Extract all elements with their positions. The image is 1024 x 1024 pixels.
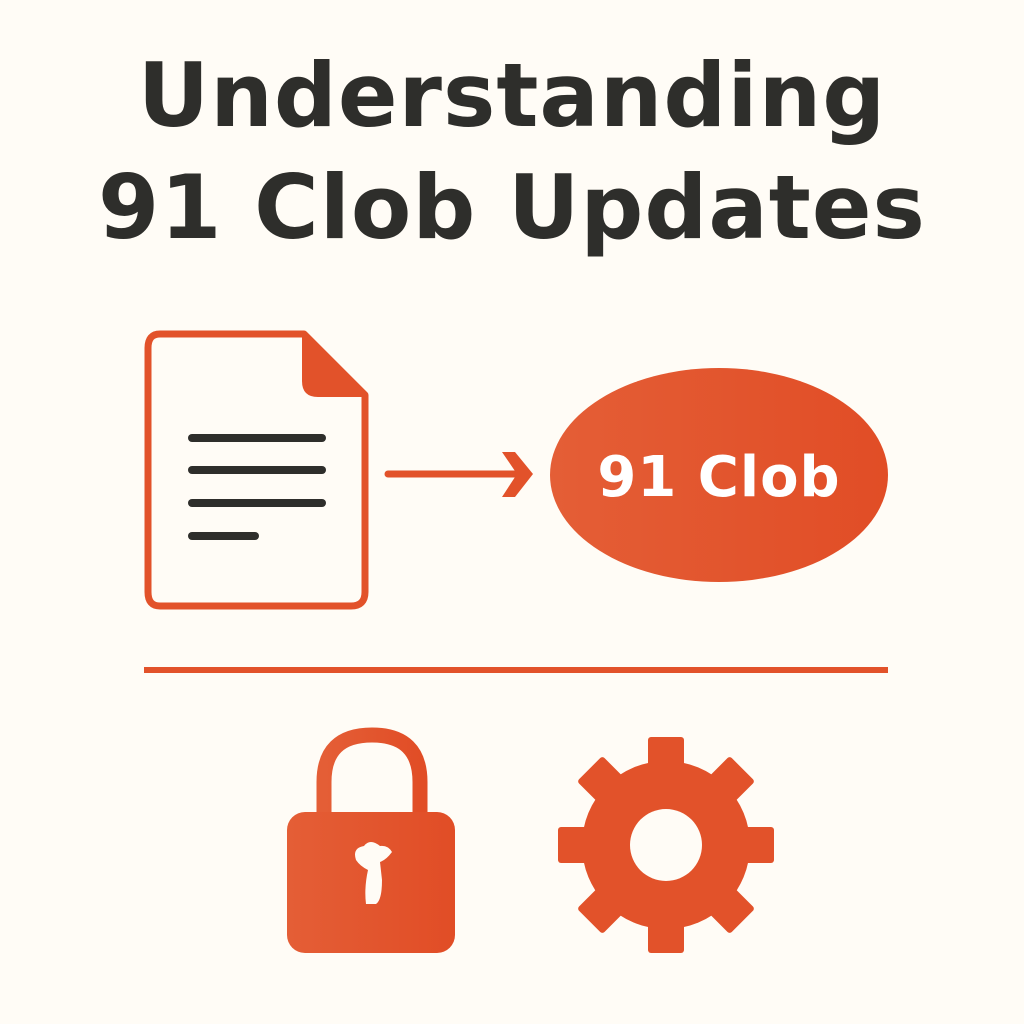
badge-label: 91 Clob xyxy=(597,444,841,510)
target-badge: 91 Clob xyxy=(550,368,888,582)
section-divider xyxy=(144,667,888,673)
gear-icon xyxy=(558,737,774,953)
arrow-right-icon xyxy=(384,452,533,497)
title-line-1: Understanding xyxy=(137,44,887,147)
document-icon xyxy=(144,330,369,610)
page-title: Understanding 91 Clob Updates xyxy=(0,40,1024,264)
title-line-2: 91 Clob Updates xyxy=(98,156,926,259)
lock-icon xyxy=(287,727,455,953)
document-text-lines xyxy=(188,434,326,540)
keyhole xyxy=(355,842,392,904)
